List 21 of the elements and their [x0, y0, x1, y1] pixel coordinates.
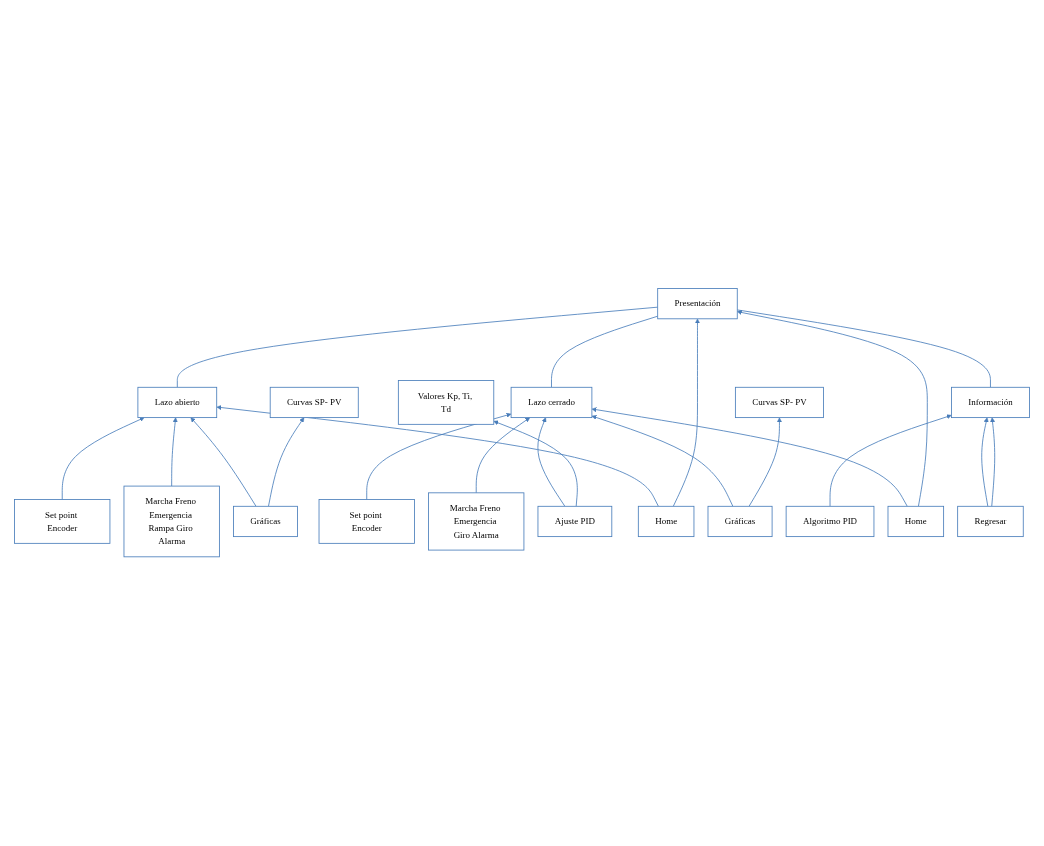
node-box: Algoritmo PID	[785, 506, 875, 538]
node-box: Curvas SP- PV	[269, 387, 359, 419]
node-box: Presentación	[657, 288, 738, 320]
connector	[736, 309, 991, 389]
connector	[176, 307, 659, 389]
node-box: Lazo abierto	[137, 387, 218, 419]
node-box: Marcha Freno Emergencia Rampa Giro Alarma	[123, 486, 220, 558]
node-box: Marcha Freno Emergencia Giro Alarma	[428, 492, 525, 551]
node-box: Valores Kp, Ti, Td	[397, 380, 495, 426]
node-box: Ajuste PID	[537, 506, 613, 538]
node-box: Home	[637, 506, 695, 538]
node-box: Set point Encoder	[318, 499, 415, 545]
node-box: Lazo cerrado	[510, 387, 593, 419]
node-box: Curvas SP- PV	[734, 387, 824, 419]
node-box: Regresar	[957, 506, 1024, 538]
node-box: Información	[951, 387, 1030, 419]
connector	[551, 316, 659, 389]
node-box: Gráficas	[707, 506, 773, 538]
node-box: Set point Encoder	[14, 499, 111, 545]
node-box: Home	[887, 506, 945, 538]
node-box: Gráficas	[233, 506, 298, 538]
